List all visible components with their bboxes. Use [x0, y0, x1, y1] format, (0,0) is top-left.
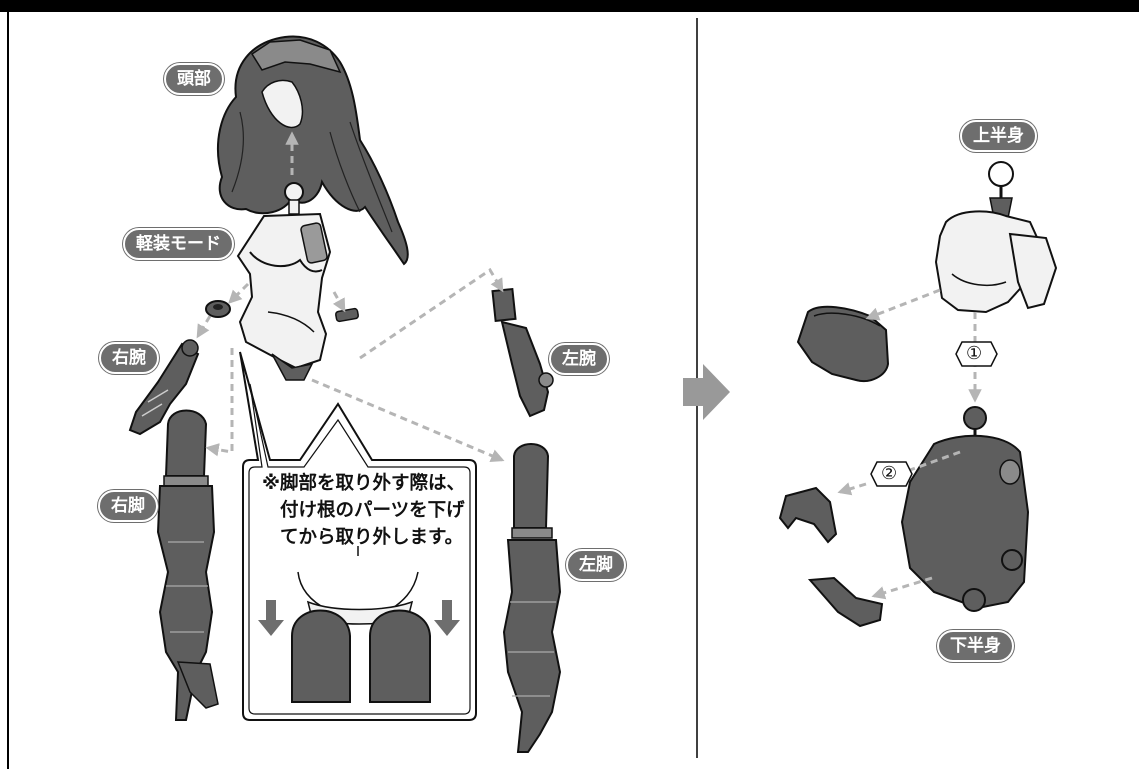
connector-peg-part	[335, 307, 359, 323]
instruction-sheet: 頭部 軽装モード 右腕 左腕 右脚 左脚 上半身 下半身 ※脚部を取り外す際は、…	[0, 12, 1139, 769]
callout-note-line-3: てから取り外します。	[280, 527, 464, 548]
label-right-leg: 右脚	[98, 490, 158, 522]
next-step-arrow-icon	[683, 364, 730, 420]
left-arm-part	[491, 287, 554, 418]
right-arm-part	[128, 339, 200, 436]
step-number-1: ①	[966, 343, 983, 364]
label-light-mode: 軽装モード	[123, 228, 234, 260]
head-part	[216, 35, 409, 266]
label-right-arm: 右腕	[99, 342, 159, 374]
callout-leg-detail	[258, 546, 460, 703]
step-number-2: ②	[881, 463, 898, 484]
step-badge-1	[955, 341, 998, 367]
down-arrow-icon	[434, 600, 460, 636]
callout-note-line-2: 付け根のパーツを下げ	[280, 500, 465, 521]
label-upper-body: 上半身	[960, 120, 1037, 152]
torso-light-mode-part	[236, 182, 332, 381]
label-head: 頭部	[164, 63, 224, 95]
right-leg-part	[156, 409, 219, 721]
waist-side-armor-part	[778, 486, 838, 544]
assembly-illustration	[128, 18, 1058, 758]
joint-cap-part	[205, 300, 231, 318]
upper-body-part	[934, 161, 1058, 314]
assembly-arrows-right	[840, 288, 982, 600]
assembly-arrows-left	[196, 267, 505, 463]
label-lower-body: 下半身	[937, 630, 1014, 662]
label-left-leg: 左脚	[566, 549, 626, 581]
callout-note-line-1: ※脚部を取り外す際は、	[262, 473, 465, 494]
lower-body-part	[900, 406, 1030, 612]
label-left-arm: 左腕	[549, 343, 609, 375]
chest-armor-part	[796, 305, 890, 382]
rear-skirt-part	[807, 576, 884, 628]
step-badge-2	[870, 461, 913, 487]
left-leg-part	[502, 443, 562, 753]
down-arrow-icon	[258, 600, 284, 636]
